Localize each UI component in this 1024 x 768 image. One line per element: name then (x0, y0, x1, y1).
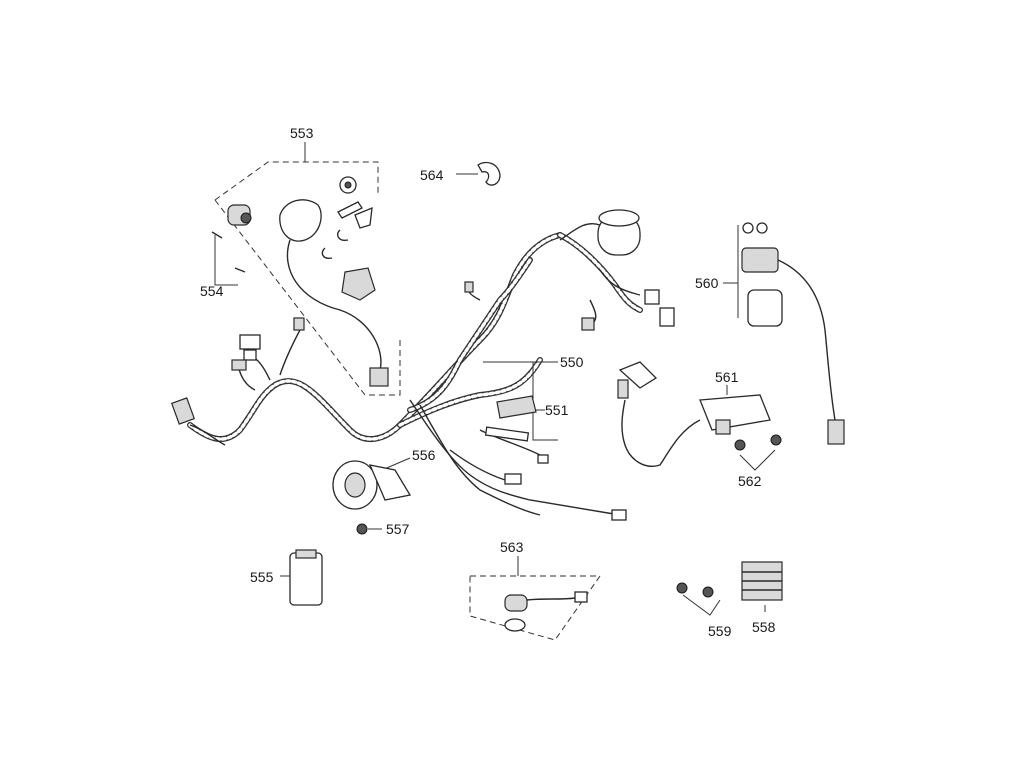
callout-557: 557 (386, 521, 410, 537)
fuse-holder-550-551 (483, 361, 558, 442)
callout-563: 563 (500, 539, 524, 555)
sensor-563 (469, 556, 601, 641)
callout-551: 551 (545, 402, 569, 418)
ignition-switch-kit (214, 142, 401, 396)
regulator-rectifier (741, 561, 783, 612)
callout-553: 553 (290, 125, 314, 141)
screw-557 (356, 523, 382, 535)
harness-connectors (170, 281, 675, 521)
harness-filter-capacitor (597, 209, 641, 256)
screws-554 (211, 231, 246, 286)
callout-550: 550 (560, 354, 584, 370)
callout-554: 554 (200, 283, 224, 299)
screws-562 (734, 434, 782, 471)
clamp-564 (456, 161, 501, 186)
callout-555: 555 (250, 569, 274, 585)
ignition-coil (617, 361, 771, 467)
starter-relay (723, 222, 845, 445)
cdi-unit (280, 549, 323, 606)
callout-564: 564 (420, 167, 444, 183)
callout-562: 562 (738, 473, 762, 489)
callout-556: 556 (412, 447, 436, 463)
callout-558: 558 (752, 619, 776, 635)
callout-560: 560 (695, 275, 719, 291)
callout-559: 559 (708, 623, 732, 639)
horn (332, 457, 412, 510)
screws-559 (676, 582, 721, 616)
callout-561: 561 (715, 369, 739, 385)
